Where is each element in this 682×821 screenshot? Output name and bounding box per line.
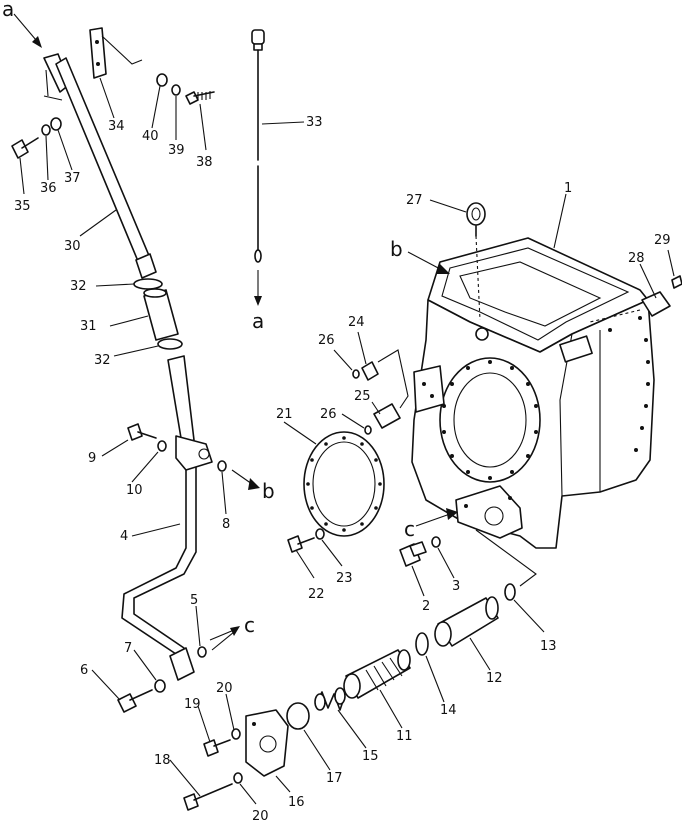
bolt-18-set [183,772,243,811]
transmission-case [411,237,655,549]
callout-6: 6 [80,663,88,678]
callout-32-upper: 32 [70,279,87,294]
bolt-6-set [117,679,166,713]
callout-10: 10 [126,483,143,498]
callout-2: 2 [422,599,430,614]
callout-21: 21 [276,407,293,422]
callout-18: 18 [154,753,171,768]
callout-15: 15 [362,749,379,764]
lower-tube [121,355,213,681]
callout-11: 11 [396,729,413,744]
o-ring-5 [197,626,240,658]
callout-3: 3 [452,579,460,594]
dipstick [251,29,265,306]
bolt-35-set [11,117,62,159]
sleeve [434,596,499,647]
bolt-19-set [203,728,241,757]
callout-30: 30 [64,239,81,254]
callout-27: 27 [406,193,423,208]
o-ring-13 [504,583,516,601]
clamp-lower [157,338,183,350]
callout-12: 12 [486,671,503,686]
small-bolt-29 [671,275,682,289]
o-ring-3 [431,536,441,548]
letter-c-tube: c [244,613,255,637]
callout-31: 31 [80,319,97,334]
hose [143,288,179,341]
callout-9: 9 [88,451,96,466]
callout-5: 5 [190,593,198,608]
callout-33: 33 [306,115,323,130]
callout-19: 19 [184,697,201,712]
bolt-9-set [127,423,167,452]
letter-b-tube: b [262,479,275,503]
callout-38: 38 [196,155,213,170]
leader-lines [13,13,675,805]
callout-8: 8 [222,517,230,532]
callout-13: 13 [540,639,557,654]
elbow-block [245,709,289,777]
callout-39: 39 [168,143,185,158]
callout-17: 17 [326,771,343,786]
callout-7: 7 [124,641,132,656]
spool [343,649,411,699]
bolt-22-set [287,528,325,553]
reference-letters: a a b b c c [2,0,415,637]
upper-tube [43,53,157,279]
callout-25: 25 [354,389,371,404]
callout-20-upper: 20 [216,681,233,696]
flange-bolt-heads [608,316,650,452]
eye-bolt [466,202,486,321]
callout-32-lower: 32 [94,353,111,368]
o-ring-14 [415,632,429,656]
callout-40: 40 [142,129,159,144]
letter-c-case: c [404,517,415,541]
o-ring-8 [217,460,260,490]
callout-numbers: 1 2 3 4 5 6 7 8 9 10 11 12 13 14 15 16 1… [14,115,671,821]
callout-34: 34 [108,119,125,134]
callout-16: 16 [288,795,305,810]
callout-37: 37 [64,171,81,186]
plug [399,541,427,567]
callout-23: 23 [336,571,353,586]
callout-1: 1 [564,181,572,196]
callout-24: 24 [348,315,365,330]
bracket [89,27,143,79]
callout-29: 29 [654,233,671,248]
callout-26-lower: 26 [320,407,337,422]
fittings-24-26 [352,349,409,435]
callout-20-lower: 20 [252,809,269,821]
clamp-upper [133,278,163,290]
callout-28: 28 [628,251,645,266]
callout-4: 4 [120,529,128,544]
letter-a-top: a [2,0,14,21]
callout-26-upper: 26 [318,333,335,348]
callout-36: 36 [40,181,57,196]
letter-b-case: b [390,237,403,261]
o-ring-17 [286,702,310,730]
letter-a-dipstick: a [252,309,264,333]
bolt-38-set [156,73,215,105]
bore-bolt-holes [442,360,538,480]
callout-14: 14 [440,703,457,718]
callout-22: 22 [308,587,325,602]
callout-35: 35 [14,199,31,214]
spring [314,687,346,711]
gasket [303,431,385,537]
